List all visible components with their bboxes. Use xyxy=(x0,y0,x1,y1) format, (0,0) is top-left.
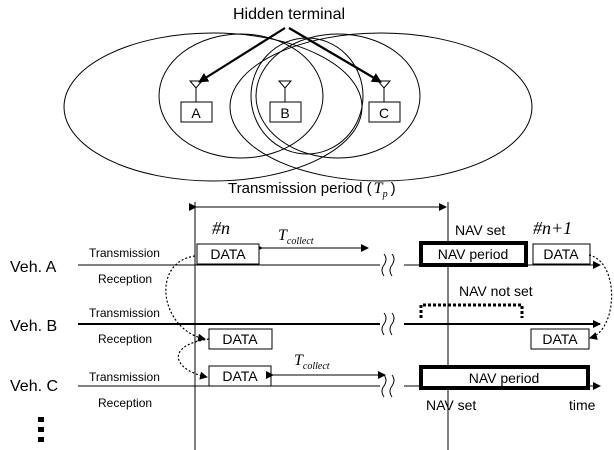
coverage-circle-a xyxy=(158,33,324,159)
data-block-a1 xyxy=(196,243,260,265)
hidden-terminal-arrow-c xyxy=(288,27,382,83)
node-b: B xyxy=(269,80,302,123)
antenna-icon xyxy=(188,80,204,102)
hidden-terminal-title: Hidden terminal xyxy=(233,6,345,23)
period-label-text: Transmission period ( xyxy=(228,180,372,197)
time-axis-label: time xyxy=(569,397,596,413)
nav-not-set-label: NAV not set xyxy=(459,283,533,299)
period-close: ) xyxy=(391,180,396,197)
nav-not-set-bracket xyxy=(419,303,524,318)
node-b-label: B xyxy=(280,105,289,121)
antenna-icon xyxy=(376,80,392,102)
node-c-label: C xyxy=(379,105,389,121)
break-mark-a xyxy=(381,253,395,277)
vehicle-a-label: Veh. A xyxy=(10,259,57,276)
antenna-icon xyxy=(277,80,293,102)
data-block-a1-label: DATA xyxy=(210,246,246,262)
node-a-box xyxy=(180,101,213,123)
nav-period-a-label: NAV period xyxy=(438,246,509,262)
period-sub: p xyxy=(382,189,388,200)
relay-curve-a2-to-b2 xyxy=(588,254,613,340)
data-block-c1-label: DATA xyxy=(222,368,258,384)
collect-symbol-a: T xyxy=(278,227,288,244)
break-mark-b xyxy=(381,312,395,336)
nav-set-label-a: NAV set xyxy=(455,222,505,238)
node-a: A xyxy=(180,80,213,123)
hidden-terminal-arrow-a xyxy=(198,27,286,83)
node-a-label: A xyxy=(191,105,201,121)
collect-sub-a: collect xyxy=(287,236,314,247)
vehicle-a-reception: Reception xyxy=(98,272,152,286)
frame-n-label: #n xyxy=(212,218,230,238)
nav-period-a xyxy=(419,241,528,267)
svg-text:Tcollect: Tcollect xyxy=(278,227,314,247)
node-b-box xyxy=(269,101,302,123)
node-c: C xyxy=(368,80,401,123)
transmission-period-label: Transmission period (Tp) xyxy=(228,180,396,200)
coverage-circle-b xyxy=(250,37,364,155)
vehicle-c-label: Veh. C xyxy=(10,378,58,395)
vehicle-c-transmission: Transmission xyxy=(89,370,160,384)
data-block-a2 xyxy=(532,243,591,265)
nav-set-label-c: NAV set xyxy=(426,397,476,413)
nav-period-c xyxy=(419,365,590,390)
more-vehicles-ellipsis xyxy=(38,417,44,442)
coverage-circle-c xyxy=(255,33,421,159)
period-symbol: T xyxy=(374,180,384,197)
svg-text:Tcollect: Tcollect xyxy=(294,352,330,372)
svg-text:Transmission period (Tp): Transmission period (Tp) xyxy=(228,180,396,200)
data-block-a2-label: DATA xyxy=(543,246,579,262)
node-c-box xyxy=(368,101,401,123)
break-mark-c xyxy=(381,374,395,398)
nav-period-c-label: NAV period xyxy=(469,370,540,386)
relay-curve-a-to-b xyxy=(165,255,206,342)
frame-n1-label: #n+1 xyxy=(533,218,572,238)
vehicle-b-transmission: Transmission xyxy=(89,306,160,320)
data-block-b1-label: DATA xyxy=(222,331,258,347)
collect-symbol-c: T xyxy=(294,352,304,369)
coverage-ellipse-left xyxy=(63,32,363,182)
collect-sub-c: collect xyxy=(303,361,330,372)
vehicle-b-label: Veh. B xyxy=(10,318,57,335)
data-block-b2-label: DATA xyxy=(542,331,578,347)
data-block-b2 xyxy=(530,328,590,350)
vehicle-a-transmission: Transmission xyxy=(89,246,160,260)
vehicle-b-reception: Reception xyxy=(98,332,152,346)
relay-curve-b-to-c xyxy=(177,338,210,380)
coverage-ellipse-right xyxy=(229,32,533,182)
vehicle-c-reception: Reception xyxy=(98,396,152,410)
